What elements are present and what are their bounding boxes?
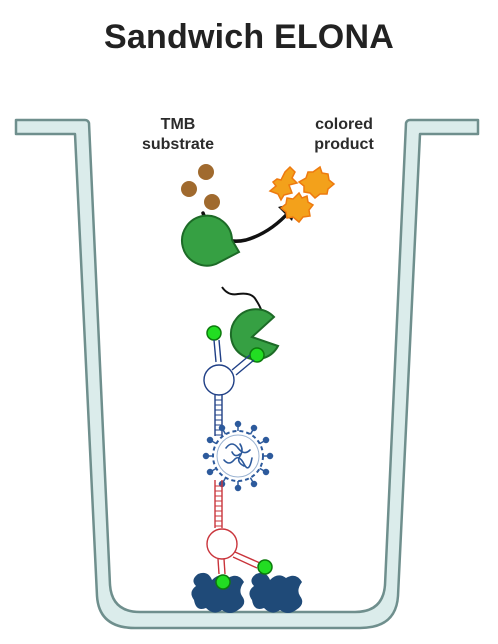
detection-aptamer — [203, 339, 255, 436]
streptavidin-linker — [221, 286, 263, 313]
tmb-dot — [198, 164, 214, 180]
target-virus — [202, 420, 274, 492]
surface-protein-right — [249, 572, 303, 613]
hrp-enzyme-lower — [229, 308, 280, 361]
streptavidin-surface — [191, 572, 303, 613]
tmb-label-line1: TMB — [160, 116, 196, 133]
product-star — [268, 165, 299, 202]
tmb-substrate-label: TMB substrate — [118, 115, 238, 155]
colored-product-label: colored product — [289, 115, 399, 155]
tmb-dot — [204, 194, 220, 210]
microplate-well — [14, 118, 480, 630]
biotin-tag — [257, 559, 273, 575]
tmb-dot — [181, 181, 197, 197]
product-star — [279, 191, 315, 224]
colored-product-stars — [268, 165, 336, 224]
product-label-line1: colored — [315, 116, 373, 133]
surface-protein-left — [191, 572, 245, 613]
biotin-tag — [215, 574, 231, 590]
tmb-label-line2: substrate — [141, 136, 215, 153]
biotin-tag — [206, 325, 222, 341]
hrp-enzyme-upper — [181, 214, 241, 267]
tmb-substrate-dots — [181, 164, 220, 210]
biotin-tag — [249, 347, 265, 363]
diagram-title: Sandwich ELONA — [104, 18, 394, 56]
capture-aptamer — [206, 480, 261, 575]
product-star — [297, 165, 336, 200]
product-label-line2: product — [314, 136, 374, 153]
